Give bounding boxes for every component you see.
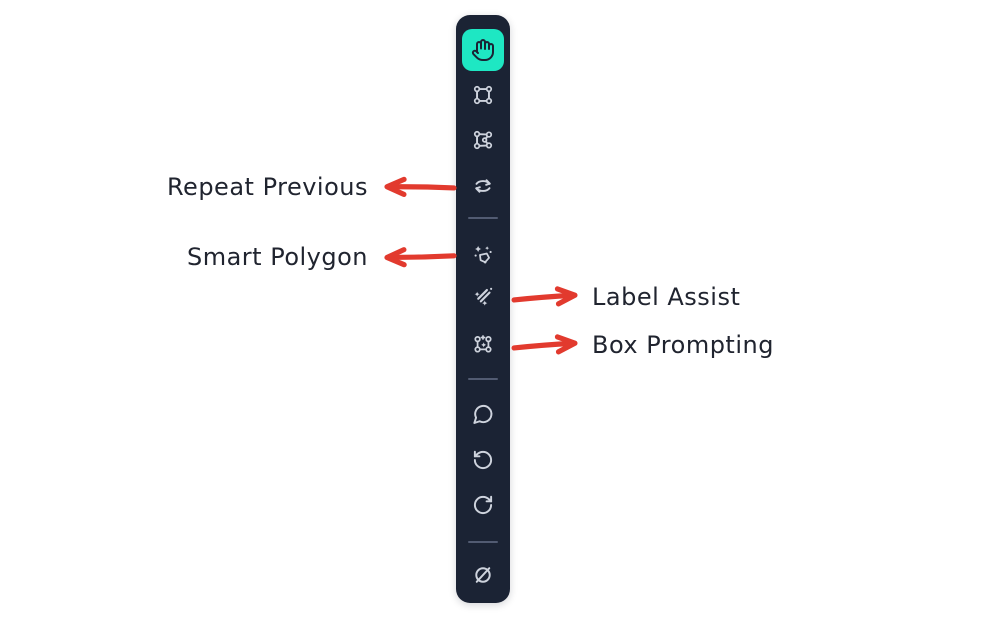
box-prompting-tool-button[interactable] bbox=[470, 331, 496, 357]
annotation-toolbar bbox=[456, 15, 510, 603]
bounding-box-tool-button[interactable] bbox=[470, 82, 496, 108]
annotation-label: Repeat Previous bbox=[166, 173, 368, 201]
null-icon bbox=[470, 562, 496, 588]
smart-polygon-tool-button[interactable] bbox=[470, 242, 496, 268]
comment-icon bbox=[470, 401, 496, 427]
undo-button[interactable] bbox=[470, 447, 496, 473]
annotation-label: Box Prompting bbox=[592, 331, 774, 359]
bounding-box-icon bbox=[470, 82, 496, 108]
pan-tool-button[interactable] bbox=[462, 29, 504, 71]
arrow-left-icon bbox=[384, 247, 457, 268]
polygon-icon bbox=[470, 127, 496, 153]
polygon-tool-button[interactable] bbox=[470, 127, 496, 153]
repeat-previous-tool-button[interactable] bbox=[470, 173, 496, 199]
redo-button[interactable] bbox=[470, 492, 496, 518]
magic-wand-icon bbox=[470, 284, 496, 310]
annotation-label: Label Assist bbox=[592, 283, 741, 311]
annotation-smart-polygon: Smart Polygon bbox=[186, 242, 457, 272]
annotation-label: Smart Polygon bbox=[186, 243, 368, 271]
annotation-repeat-previous: Repeat Previous bbox=[166, 172, 457, 202]
annotation-box-prompting: Box Prompting bbox=[511, 330, 774, 360]
toolbar-divider bbox=[468, 378, 498, 380]
redo-icon bbox=[470, 492, 496, 518]
undo-icon bbox=[470, 447, 496, 473]
toolbar-divider bbox=[468, 217, 498, 219]
hand-icon bbox=[471, 38, 495, 62]
arrow-right-icon bbox=[511, 286, 578, 307]
arrow-right-icon bbox=[511, 334, 578, 355]
hide-annotations-button[interactable] bbox=[470, 562, 496, 588]
toolbar-divider bbox=[468, 541, 498, 543]
arrow-left-icon bbox=[384, 176, 457, 198]
annotation-label-assist: Label Assist bbox=[511, 282, 741, 312]
label-assist-tool-button[interactable] bbox=[470, 284, 496, 310]
comment-tool-button[interactable] bbox=[470, 401, 496, 427]
box-prompting-icon bbox=[470, 331, 496, 357]
smart-polygon-icon bbox=[470, 242, 496, 268]
repeat-icon bbox=[470, 173, 496, 199]
